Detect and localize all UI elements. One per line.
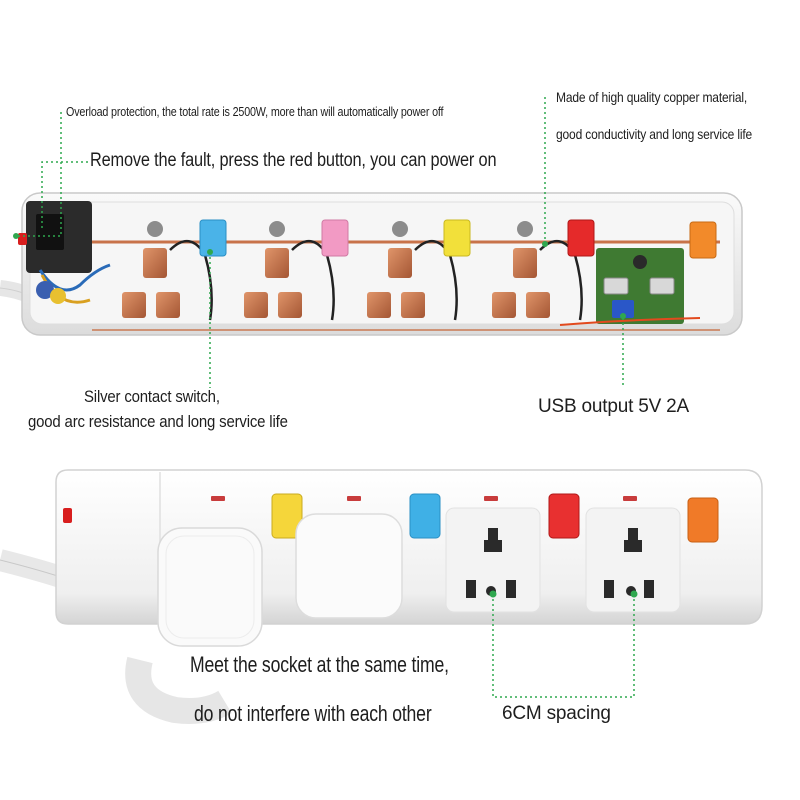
breaker-block [18,201,111,304]
reset-button [63,508,72,523]
rocker-switch-yellow [443,219,471,257]
simultaneous-use-label-line1: Meet the socket at the same time, [190,652,449,677]
leader-lines [13,97,638,698]
spacing-bracket [492,594,635,698]
indicator-light [347,496,361,501]
leader-line-reset [41,161,88,228]
plug-inserted [295,513,403,619]
rocker-switch-pink [321,219,349,257]
usb-output-label: USB output 5V 2A [538,396,690,417]
indicator-light [484,496,498,501]
opened-power-strip [0,192,743,336]
rocker-switch-orange [687,497,719,543]
copper-material-label-line2: good conductivity and long service life [556,126,753,142]
usb-circuit-board [559,248,701,326]
remove-fault-label: Remove the fault, press the red button, … [90,150,497,171]
rocker-switch-red [548,493,580,539]
spacing-label: 6CM spacing [502,703,611,724]
simultaneous-use-label-line2: do not interfere with each other [194,701,432,726]
rocker-switch-yellow [271,493,303,539]
outlet-module [367,221,458,321]
outlet-module [122,221,213,321]
silver-contact-label-line2: good arc resistance and long service lif… [28,412,288,431]
universal-socket [445,507,541,613]
leader-line-overload [16,112,62,237]
assembled-power-strip [0,469,763,724]
silver-contact-label-line1: Silver contact switch, [84,387,220,406]
copper-material-label-line1: Made of high quality copper material, [556,89,748,105]
rocker-switch-blue [409,493,441,539]
rocker-switch-orange [689,221,717,259]
overload-protection-label: Overload protection, the total rate is 2… [66,105,444,119]
outlet-module [244,221,335,321]
plug-inserted [125,527,263,724]
reset-button [18,233,27,245]
indicator-light [211,496,225,501]
indicator-light [623,496,637,501]
rocker-switch-blue [199,219,227,257]
rocker-switch-red [567,219,595,257]
